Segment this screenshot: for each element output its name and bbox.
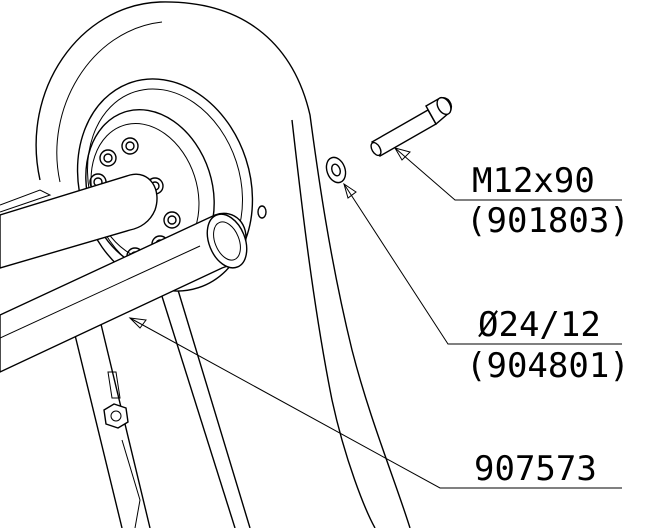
washer-part (325, 156, 347, 184)
arm-hole (257, 205, 267, 219)
bolt-code-label: M12x90 (472, 161, 595, 201)
arm-outline (35, 1, 411, 528)
bolt-ref-label: (901803) (466, 201, 630, 241)
frame-907573 (74, 289, 251, 528)
frame-code-label: 907573 (474, 449, 597, 489)
washer-ref-label: (904801) (466, 346, 630, 386)
frame-nut (103, 403, 129, 429)
upper-axle (0, 173, 158, 269)
leader-washer (343, 182, 622, 345)
leader-bolt (393, 147, 622, 201)
bolt-part (370, 96, 452, 157)
lower-axle (0, 212, 248, 373)
leader-frame (128, 317, 622, 489)
washer-code-label: Ø24/12 (478, 305, 601, 345)
